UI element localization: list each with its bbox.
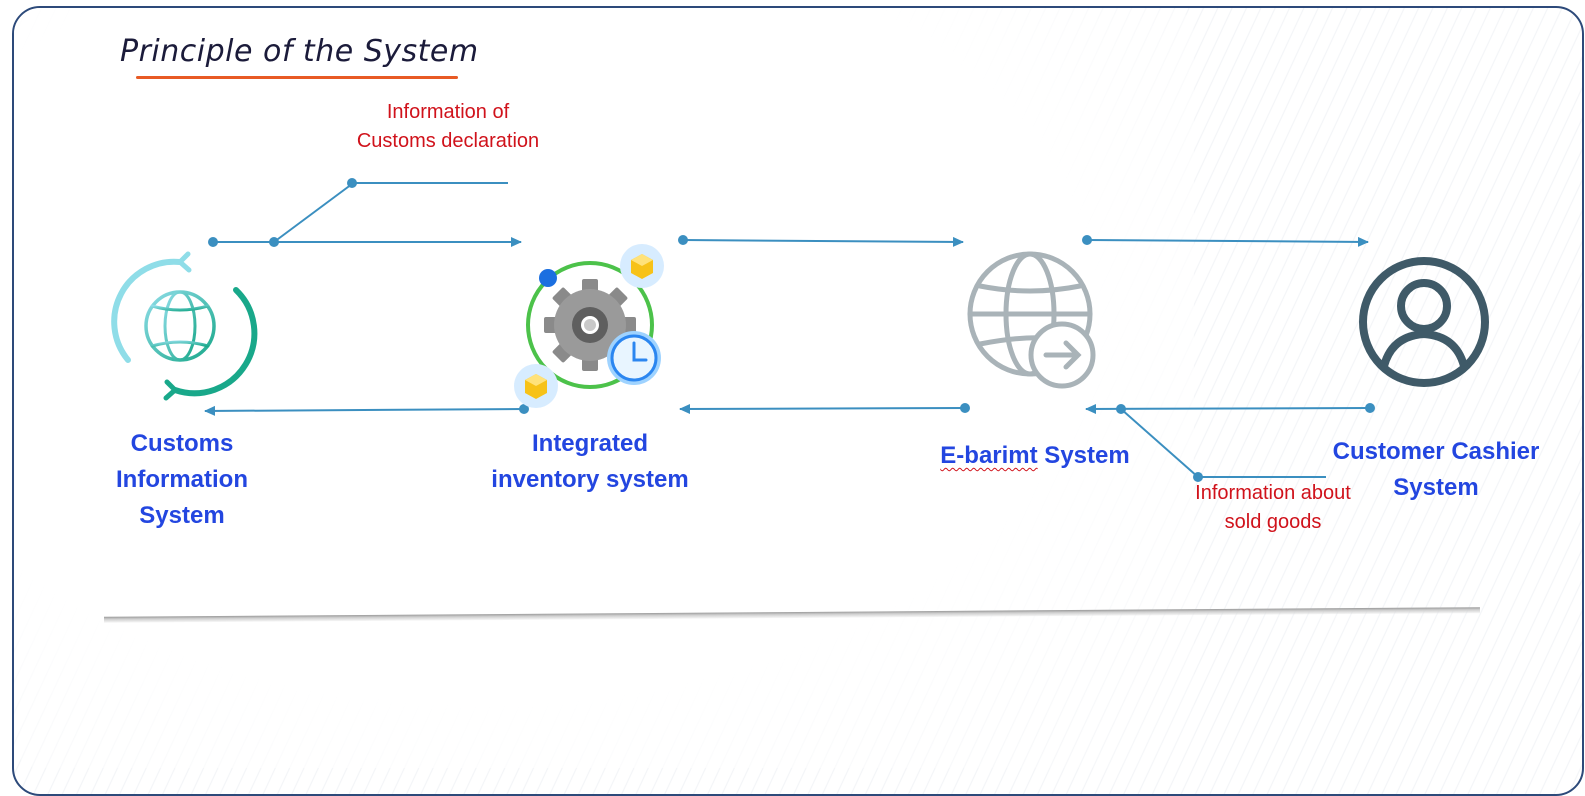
arrow-dot bbox=[208, 237, 218, 247]
label-ebarimt-system: E-barimt System bbox=[940, 442, 1130, 469]
globe-arrow-icon bbox=[967, 251, 1096, 389]
arrow-ebarimt-to-cashier bbox=[1086, 236, 1369, 247]
user-circle-icon bbox=[1359, 257, 1489, 387]
flow-diagram bbox=[111, 178, 1489, 482]
arrow-cashier-to-ebarimt bbox=[1085, 403, 1371, 414]
globe-refresh-icon bbox=[111, 251, 258, 401]
arrow-inventory-to-customs bbox=[204, 405, 525, 416]
arrow-dot bbox=[678, 235, 688, 245]
label-integrated-inventory-system: Integrated inventory system bbox=[491, 430, 689, 493]
flow-arrows bbox=[204, 178, 1375, 482]
title-underline bbox=[136, 76, 458, 79]
note-leader-line bbox=[1120, 408, 1199, 478]
label-customs-information-system: Customs Information System bbox=[116, 430, 248, 529]
arrow-dot bbox=[1082, 235, 1092, 245]
arrow-dot bbox=[519, 404, 529, 414]
gear-clock-icon bbox=[514, 244, 664, 408]
note-sold-goods: Information about sold goods bbox=[1195, 482, 1351, 533]
arrow-dot bbox=[960, 403, 970, 413]
arrow-dot bbox=[347, 178, 357, 188]
diagram-title: Principle of the System bbox=[120, 34, 479, 69]
note-leader-line bbox=[273, 183, 353, 243]
arrow-dot bbox=[1193, 472, 1203, 482]
arrow-dot bbox=[1365, 403, 1375, 413]
label-customer-cashier-system: Customer Cashier System bbox=[1332, 438, 1540, 501]
note-customs-declaration: Information of Customs declaration bbox=[356, 101, 540, 152]
arrow-inventory-to-ebarimt bbox=[682, 236, 964, 247]
arrow-ebarimt-to-inventory bbox=[679, 403, 966, 414]
